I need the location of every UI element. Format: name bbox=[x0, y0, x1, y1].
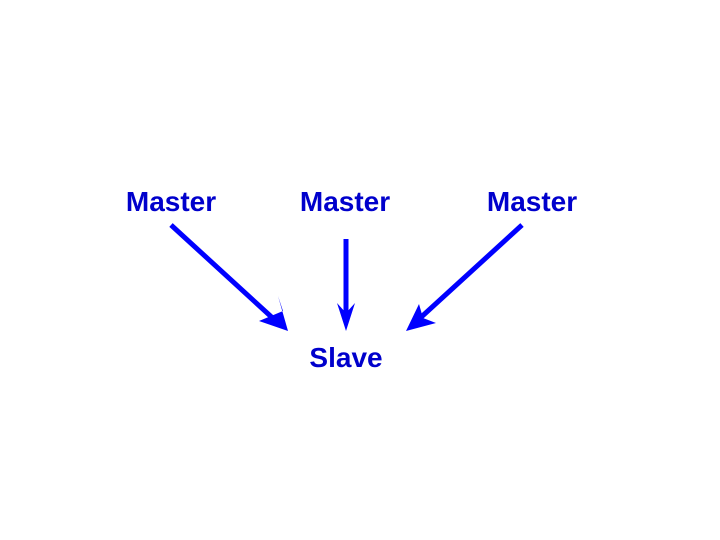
arrow-head bbox=[406, 304, 436, 331]
master-node-center: Master bbox=[299, 186, 391, 217]
arrow-master-left-to-slave bbox=[169, 223, 288, 331]
arrow-shaft bbox=[416, 223, 524, 322]
master-node-left: Master bbox=[125, 186, 217, 217]
arrow-head bbox=[259, 296, 288, 331]
arrow-master-center-to-slave bbox=[337, 239, 355, 331]
arrow-head bbox=[337, 303, 355, 331]
arrow-shaft bbox=[169, 223, 279, 324]
arrow-master-right-to-slave bbox=[406, 223, 524, 331]
slave-node: Slave bbox=[309, 342, 383, 373]
master-node-right: Master bbox=[486, 186, 578, 217]
